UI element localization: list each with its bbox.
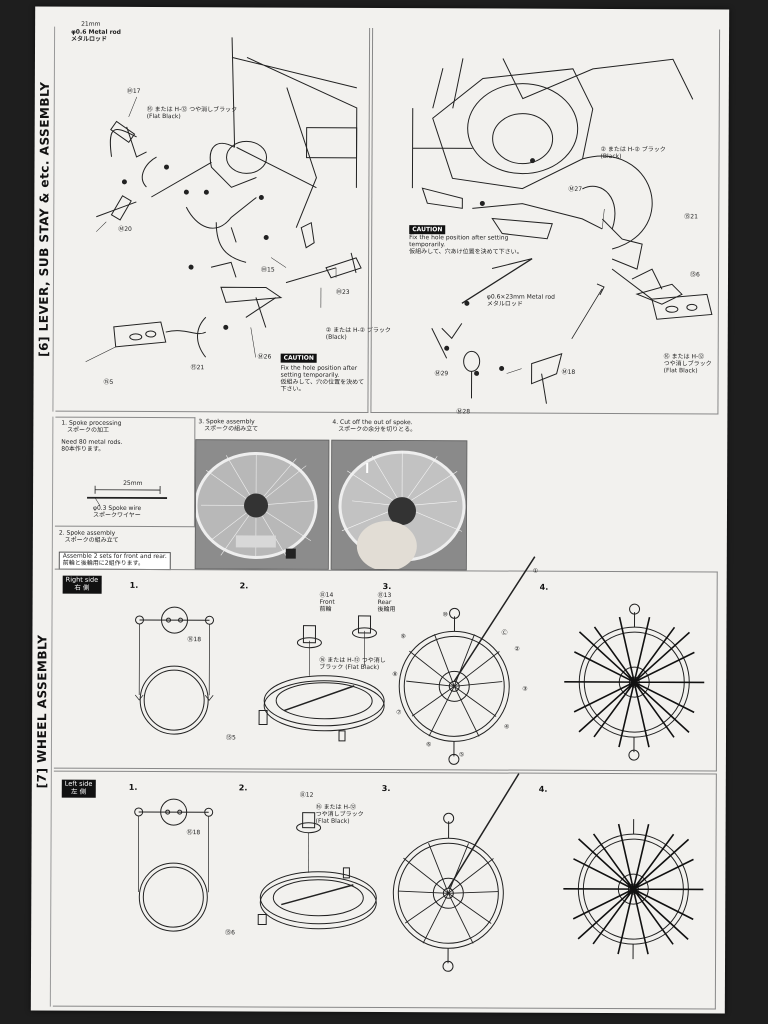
sub-stay-drawing (411, 58, 713, 404)
spoke-cut-photo (330, 439, 468, 571)
label-m17: Ⓜ17 (126, 87, 141, 95)
num-9: ⑨ (400, 633, 406, 641)
label-m29: Ⓜ29 (434, 370, 449, 378)
num-10: ⑩ (442, 611, 448, 619)
caution-badge-left: CAUTION (280, 353, 317, 363)
label-part-5: ⑮5 (103, 378, 114, 386)
label-part-21-right: ⑮21 (684, 213, 698, 221)
spoke-processing-panel: 1. Spoke processing スポークの加工 Need 80 meta… (54, 416, 196, 528)
label-left-18: ⑯18 (186, 829, 201, 837)
label-m18: Ⓜ18 (561, 368, 576, 376)
left-side-wheel-drawing (134, 773, 704, 972)
num-4: ④ (504, 723, 510, 731)
label-m27: Ⓜ27 (568, 185, 583, 193)
right-side-wheel-drawing (134, 556, 705, 765)
label-mm: 21mm (81, 20, 101, 28)
label-rod-top: φ0.6 Metal rod メタルロッド (71, 28, 121, 43)
label-metal-rod-23: φ0.6×23mm Metal rod メタルロッド (486, 293, 555, 308)
spoke-wire-label: φ0.3 Spoke wire スポークワイヤー (92, 504, 142, 519)
instruction-sheet: [6] LEVER, SUB STAY & etc. ASSEMBLY (30, 6, 730, 1014)
spoke-step4-title: 4. Cut off the out of spoke. スポークの余分を切りと… (332, 418, 417, 434)
label-front-b14: Ⓑ14 Front 前輪 (319, 591, 335, 613)
spoke-wire-drawing (87, 485, 168, 506)
spoke-assembly-photo (194, 439, 330, 570)
label-black-2-right: ② または H-② ブラック (Black) (600, 145, 666, 160)
label-m20: Ⓜ20 (118, 225, 132, 233)
section-6-title: [6] LEVER, SUB STAY & etc. ASSEMBLY (36, 81, 52, 357)
lever-assembly-drawing (85, 37, 362, 362)
spoke-length: 25mm (123, 479, 143, 487)
label-rear-b13: Ⓑ13 Rear 後輪用 (377, 591, 396, 613)
label-left-6: ⑮6 (225, 929, 235, 937)
label-m23: Ⓜ23 (335, 288, 350, 296)
section-7-title: [7] WHEEL ASSEMBLY (34, 634, 49, 789)
spoke-step2-title: 2. Spoke assembly スポークの組み立て (58, 529, 119, 544)
caution-badge-right: CAUTION (409, 225, 446, 235)
label-m15: Ⓜ15 (261, 266, 275, 274)
num-8: ⑧ (392, 671, 398, 679)
num-5: ⑤ (458, 751, 465, 759)
left-side-panel: Left side 左 側 1. 2. 3. 4. (52, 770, 717, 1010)
label-right-18: ⑯18 (187, 636, 202, 644)
label-b12: Ⓑ12 (299, 791, 314, 799)
label-m26: Ⓜ26 (257, 353, 272, 361)
label-right-5: ⑮5 (225, 734, 236, 742)
num-7: ⑦ (396, 709, 402, 717)
label-right-flat-black: ⑯ または H-⑫ つや消し ブラック (Flat Black) (319, 656, 386, 671)
label-left-flat-black: ⑯ または H-⑫ つや消しブラック (Flat Black) (315, 803, 364, 825)
caution-text-left: Fix the hole position after setting temp… (280, 364, 365, 393)
num-6: ⑥ (425, 741, 432, 749)
spoke-step2-note: Assemble 2 sets for front and rear. 前輪と後… (58, 551, 171, 570)
section-6-left-panel: φ0.6 Metal rod メタルロッド 21mm Ⓜ17 ⑯ または H-⑫… (55, 21, 391, 413)
label-m28: Ⓜ28 (456, 408, 471, 416)
caution-text-right: Fix the hole position after setting temp… (409, 234, 523, 256)
label-flat-black-right: ⑯ または H-⑫ つや消しブラック (Flat Black) (663, 353, 712, 375)
label-part-21: ⑮21 (190, 364, 205, 372)
label-flat-black: ⑯ または H-⑫ つや消しブラック (Flat Black) (146, 105, 238, 121)
section-7-title-strip: [7] WHEEL ASSEMBLY (30, 416, 54, 1007)
spoke-step3-title: 3. Spoke assembly スポークの組み立て (198, 418, 259, 433)
section-6-title-strip: [6] LEVER, SUB STAY & etc. ASSEMBLY (33, 26, 56, 412)
label-part-6-right: ⑮6 (690, 271, 700, 279)
num-1: ① (532, 567, 539, 575)
num-3: ③ (522, 685, 528, 693)
section-6-right-panel: ② または H-② ブラック (Black) Ⓜ27 CAUTION Fix t… (370, 27, 721, 416)
num-c: Ⓒ (501, 629, 508, 637)
right-side-panel: Right side 右 側 1. 2. 3. 4. (53, 556, 718, 772)
num-2: ② (514, 645, 520, 653)
